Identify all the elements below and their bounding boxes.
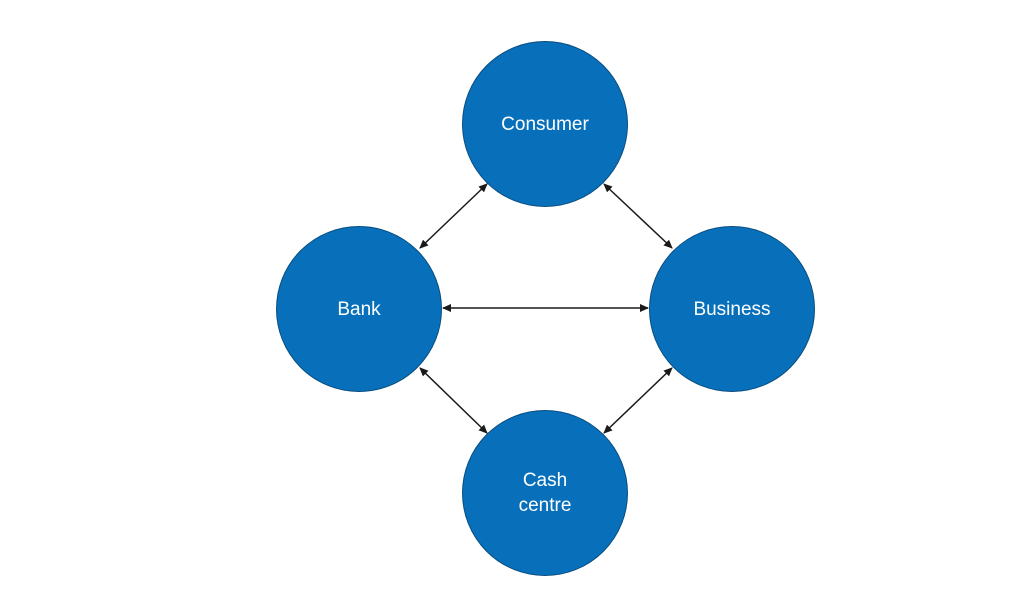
business-node: Business bbox=[649, 226, 815, 392]
consumer-label: Consumer bbox=[501, 113, 589, 135]
cash-centre-label: Cash centre bbox=[518, 470, 572, 516]
consumer-node: Consumer bbox=[462, 41, 628, 207]
business-label: Business bbox=[693, 298, 771, 320]
bank-node: Bank bbox=[276, 226, 442, 392]
bank-label: Bank bbox=[337, 298, 381, 320]
cash-centre-node: Cash centre bbox=[462, 410, 628, 576]
connector-business-cash-centre bbox=[603, 367, 673, 434]
connector-consumer-business bbox=[603, 183, 673, 249]
connector-consumer-bank bbox=[419, 183, 488, 249]
connector-bank-cash-centre bbox=[419, 367, 488, 434]
